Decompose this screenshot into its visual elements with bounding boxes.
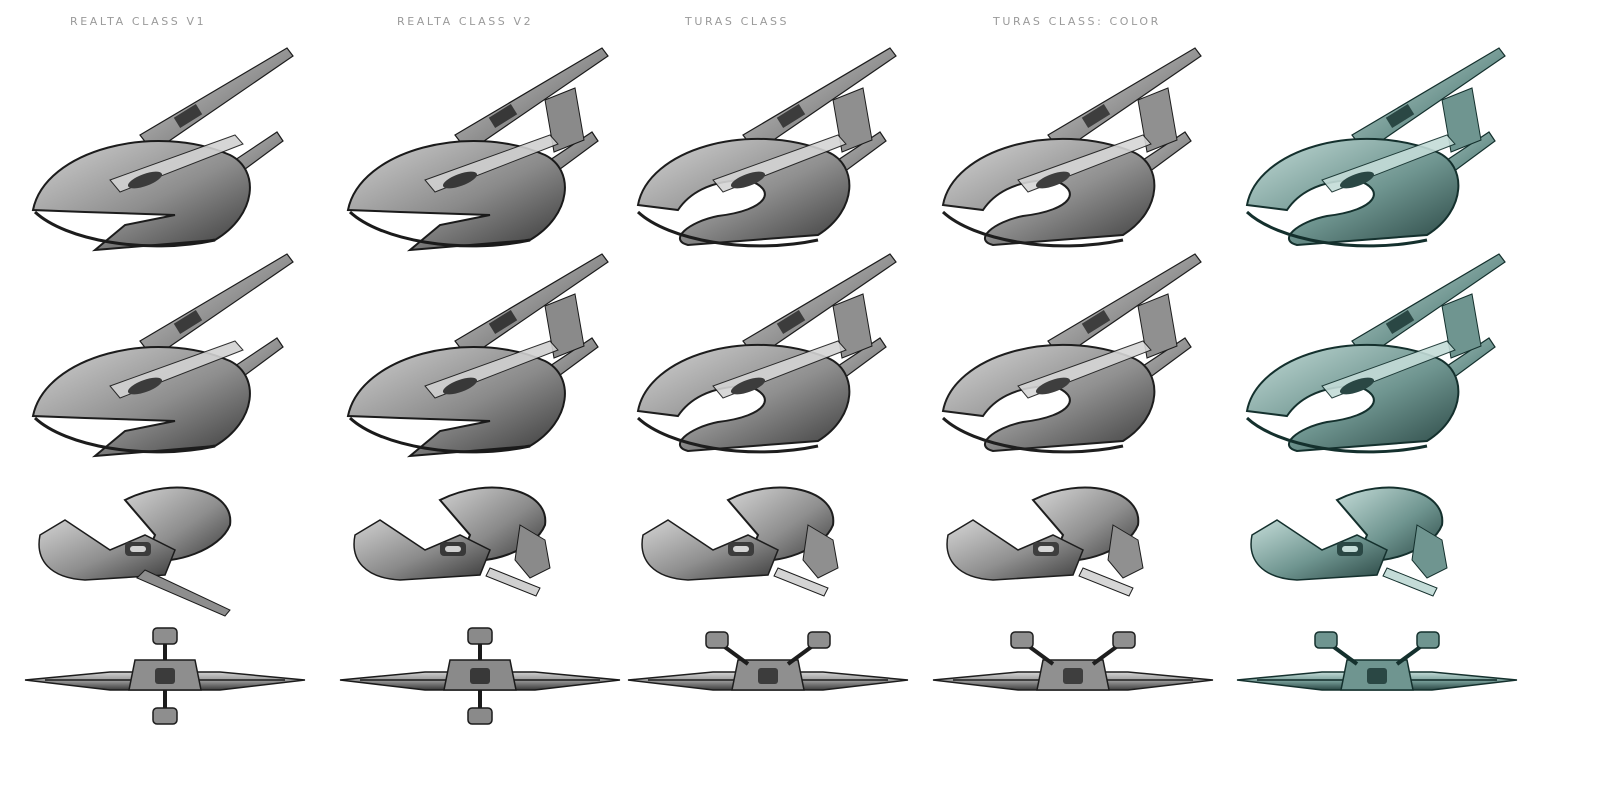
ship-turas-color-side	[1237, 480, 1527, 615]
ship-turas-front	[932, 628, 1223, 733]
ship-illustration-perspective-front	[941, 47, 1202, 248]
ship-turas-side	[933, 480, 1223, 615]
ship-realta-v2-perspective-rear	[340, 238, 630, 458]
ship-turas-front	[627, 628, 918, 733]
ship-illustration-perspective-rear	[636, 253, 897, 454]
ship-turas-color-front	[1236, 628, 1527, 733]
ship-illustration-perspective-front	[346, 47, 609, 252]
ship-realta-v2-front	[339, 627, 630, 733]
column-label-turas: TURAS CLASS	[685, 15, 790, 28]
ship-illustration-side	[946, 486, 1144, 597]
ship-illustration-front	[627, 631, 909, 691]
ship-illustration-front	[1236, 631, 1518, 691]
ship-illustration-perspective-front	[1245, 47, 1506, 248]
ship-turas-perspective-front	[933, 40, 1223, 255]
ship-realta-v1-side	[25, 480, 315, 617]
ship-illustration-perspective-rear	[941, 253, 1202, 454]
ship-turas-color-perspective-front	[1237, 40, 1527, 255]
ship-turas-color-perspective-rear	[1237, 238, 1527, 454]
ship-realta-v1-perspective-rear	[25, 238, 315, 458]
column-label-turas-color: TURAS CLASS: COLOR	[993, 15, 1161, 28]
ship-realta-v1-perspective-front	[25, 40, 315, 255]
ship-realta-v2-side	[340, 480, 630, 615]
ship-illustration-side	[641, 486, 839, 597]
ship-illustration-side	[38, 486, 232, 617]
column-label-realta-v1: REALTA CLASS V1	[70, 15, 207, 28]
ship-illustration-perspective-rear	[1245, 253, 1506, 454]
ship-realta-v2-perspective-front	[340, 40, 630, 255]
ship-illustration-perspective-rear	[31, 253, 294, 458]
ship-illustration-side	[353, 486, 551, 597]
ship-illustration-front	[24, 627, 306, 725]
ship-illustration-front	[339, 627, 621, 725]
ship-illustration-perspective-rear	[346, 253, 609, 458]
ship-illustration-side	[1250, 486, 1448, 597]
ship-turas-perspective-rear	[628, 238, 918, 454]
ship-illustration-perspective-front	[636, 47, 897, 248]
ship-realta-v1-front	[24, 627, 315, 733]
column-label-realta-v2: REALTA CLASS V2	[397, 15, 534, 28]
ship-illustration-front	[932, 631, 1214, 691]
ship-illustration-perspective-front	[31, 47, 294, 252]
ship-turas-side	[628, 480, 918, 615]
ship-turas-perspective-front	[628, 40, 918, 255]
ship-turas-perspective-rear	[933, 238, 1223, 454]
